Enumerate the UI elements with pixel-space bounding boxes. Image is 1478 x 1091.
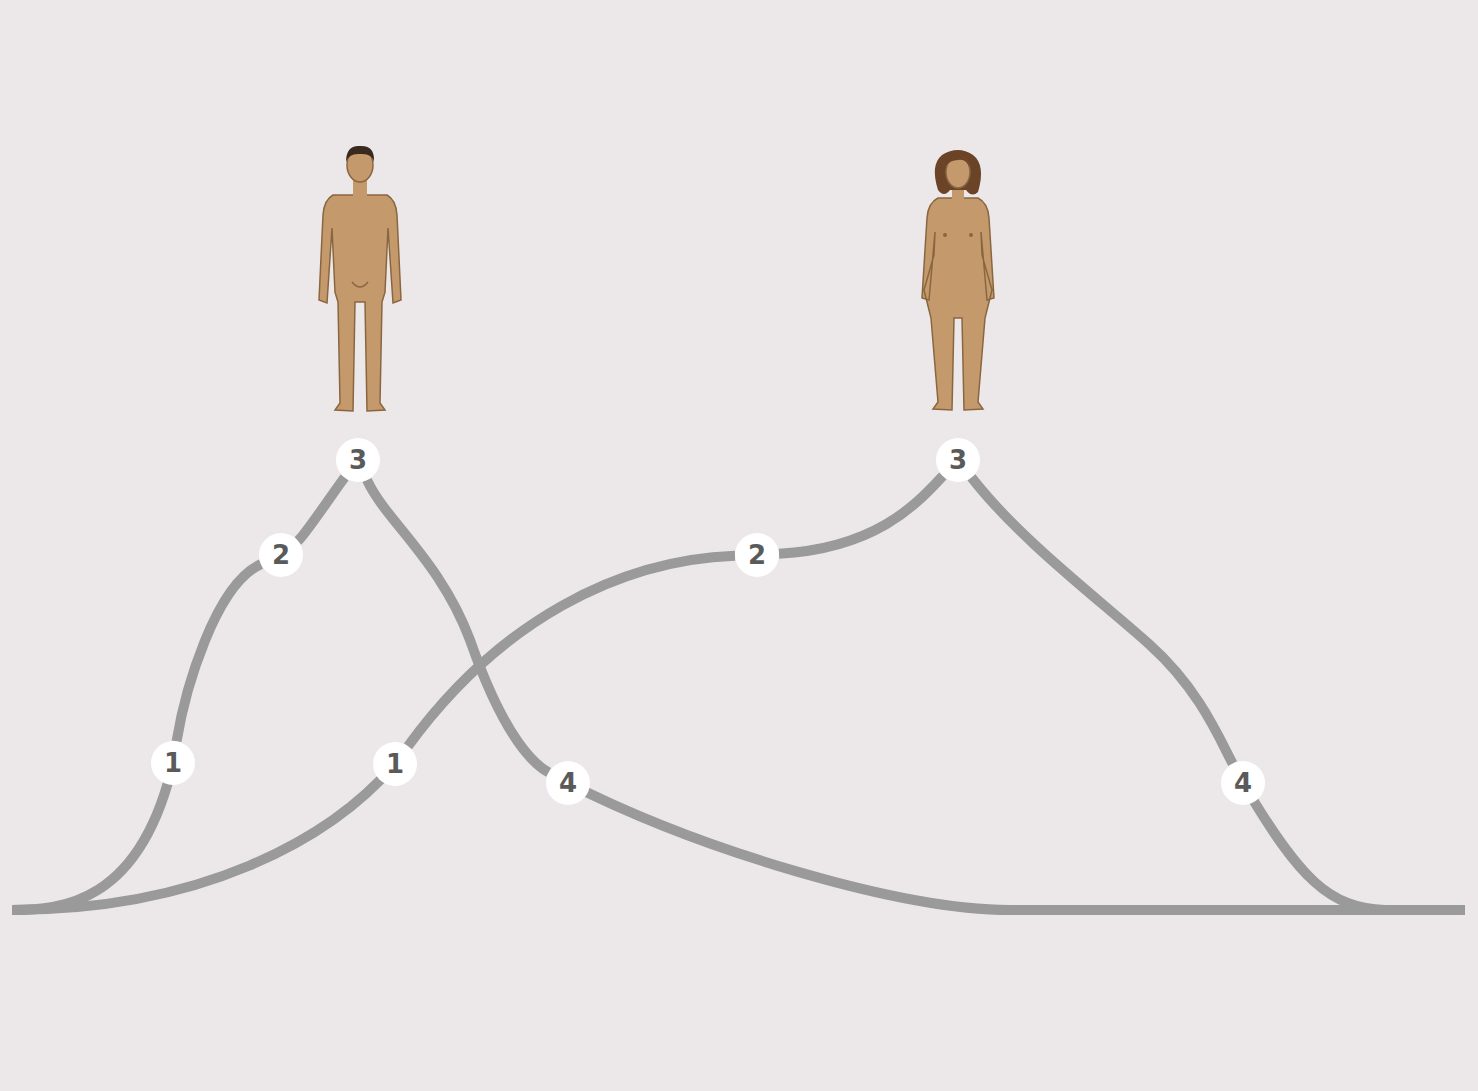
curve-segment — [971, 477, 1232, 763]
callout-circle: 1 — [373, 742, 417, 786]
callout-circle: 4 — [1221, 761, 1265, 805]
curve-tail — [568, 783, 1465, 910]
callout-circle: 2 — [735, 533, 779, 577]
callout-number: 4 — [559, 770, 577, 796]
male-figure — [319, 146, 401, 411]
callout-number: 1 — [164, 750, 182, 776]
callout-number: 1 — [386, 751, 404, 777]
female-figure — [922, 150, 994, 410]
curve-tail — [12, 764, 395, 910]
callout-number: 2 — [272, 542, 290, 568]
curve-tail — [12, 763, 173, 910]
callout-circle: 4 — [546, 761, 590, 805]
callout-number: 3 — [349, 447, 367, 473]
curve-segment — [779, 476, 943, 554]
curve-segment — [177, 564, 261, 741]
callout-number: 2 — [748, 542, 766, 568]
callout-number: 4 — [1234, 770, 1252, 796]
callout-circle: 2 — [259, 533, 303, 577]
curve-segment — [408, 556, 735, 746]
callout-circle: 3 — [936, 438, 980, 482]
curve-segment — [298, 477, 345, 540]
callout-number: 3 — [949, 447, 967, 473]
callout-circle: 1 — [151, 741, 195, 785]
curve-tail — [1243, 783, 1465, 910]
callout-circle: 3 — [336, 438, 380, 482]
